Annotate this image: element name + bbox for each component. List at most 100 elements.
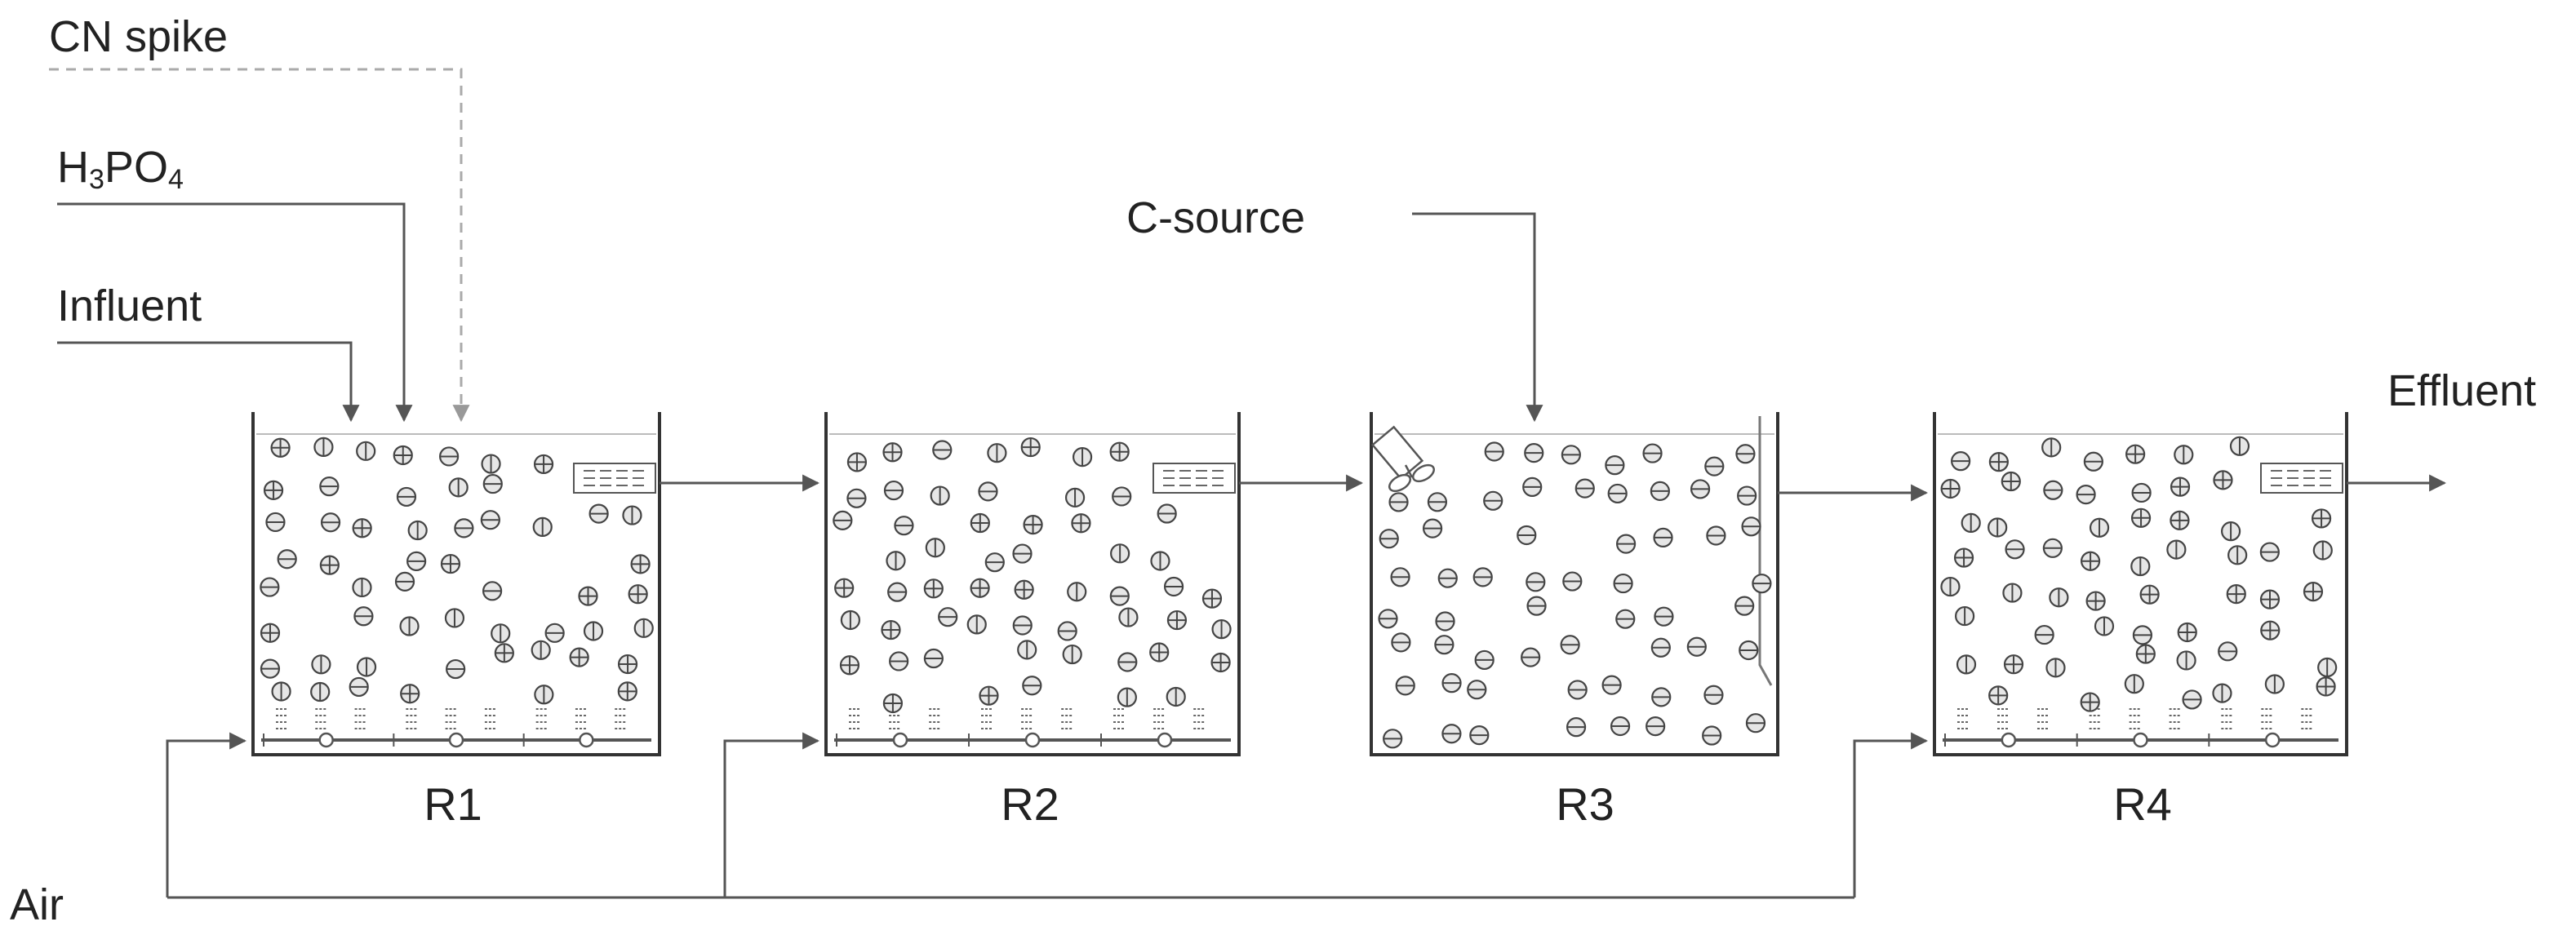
carrier-icon bbox=[839, 655, 860, 676]
reactor-label-r2: R2 bbox=[1001, 778, 1059, 830]
carrier-icon bbox=[1615, 534, 1637, 554]
carrier-icon bbox=[2049, 587, 2069, 608]
carrier-icon bbox=[2080, 551, 2101, 571]
carrier-icon bbox=[2264, 674, 2285, 694]
carrier-icon bbox=[399, 616, 420, 636]
carrier-icon bbox=[886, 551, 906, 571]
carrier-icon bbox=[440, 553, 461, 574]
carrier-icon bbox=[1071, 513, 1091, 534]
reactor-label-r3: R3 bbox=[1556, 778, 1614, 830]
carrier-icon bbox=[2259, 542, 2280, 562]
carrier-icon bbox=[2311, 508, 2332, 529]
carrier-icon bbox=[1441, 724, 1462, 744]
carrier-icon bbox=[1110, 543, 1130, 564]
carrier-icon bbox=[1610, 716, 1631, 737]
carrier-icon bbox=[2130, 556, 2151, 577]
carrier-icon bbox=[2003, 654, 2024, 675]
carrier-icon bbox=[1752, 574, 1772, 594]
carrier-icon bbox=[1391, 632, 1411, 653]
carrier-icon bbox=[1561, 445, 1581, 465]
carrier-icon bbox=[1017, 640, 1037, 660]
tank-wall bbox=[1370, 412, 1779, 756]
carrier-icon bbox=[1953, 547, 1974, 568]
carrier-icon bbox=[1988, 685, 2009, 706]
diffuser-icon bbox=[2264, 732, 2281, 748]
carrier-icon bbox=[846, 488, 867, 508]
carrier-icon bbox=[2174, 445, 2194, 465]
carrier-icon bbox=[588, 503, 609, 524]
carrier-icon bbox=[1940, 576, 1961, 597]
carrier-icon bbox=[1112, 486, 1132, 507]
carrier-icon bbox=[583, 621, 604, 641]
carrier-icon bbox=[966, 614, 987, 635]
carrier-icon bbox=[1605, 455, 1625, 476]
reactor-tank-r4 bbox=[1933, 412, 2348, 756]
carrier-icon bbox=[482, 473, 503, 494]
carrier-icon bbox=[1390, 567, 1410, 587]
carrier-icon bbox=[1741, 516, 1761, 537]
air-label: Air bbox=[10, 880, 64, 929]
carrier-icon bbox=[1654, 606, 1674, 627]
reactor-tank-r2 bbox=[824, 412, 1241, 756]
carrier-icon bbox=[2042, 538, 2063, 558]
carrier-icon bbox=[482, 581, 503, 601]
diffuser-icon bbox=[318, 732, 334, 748]
carrier-icon bbox=[1735, 444, 1756, 464]
carrier-icon bbox=[494, 643, 514, 663]
carrier-icon bbox=[1437, 568, 1458, 588]
carrier-icon bbox=[1434, 635, 1455, 655]
carrier-icon bbox=[1601, 675, 1622, 695]
carrier-icon bbox=[2316, 676, 2336, 697]
carrier-icon bbox=[1109, 441, 1130, 462]
tank-wall bbox=[824, 412, 1241, 756]
cn-spike-line bbox=[49, 68, 470, 423]
carrier-icon bbox=[2170, 510, 2190, 530]
carrier-icon bbox=[2041, 437, 2062, 458]
carrier-icon bbox=[846, 452, 868, 472]
carrier-icon bbox=[2130, 507, 2152, 528]
carrier-icon bbox=[1524, 443, 1544, 463]
carrier-icon bbox=[978, 481, 998, 502]
carrier-icon bbox=[1117, 652, 1138, 672]
carrier-icon bbox=[544, 623, 565, 643]
carrier-icon bbox=[1653, 527, 1673, 547]
carrier-icon bbox=[1651, 687, 1672, 707]
reactor-tank-r3 bbox=[1370, 412, 1779, 756]
h3po4-h: H bbox=[57, 143, 89, 192]
carrier-icon bbox=[356, 441, 376, 461]
carrier-icon bbox=[1166, 686, 1186, 707]
diffuser-icon bbox=[2001, 732, 2017, 748]
influent-label: Influent bbox=[57, 281, 202, 330]
carrier-icon bbox=[2212, 683, 2232, 703]
h3po4-sub-3: 3 bbox=[89, 164, 104, 195]
carrier-media bbox=[833, 437, 1232, 714]
carrier-icon bbox=[2227, 545, 2248, 565]
carrier-icon bbox=[881, 619, 901, 640]
carrier-icon bbox=[2177, 622, 2197, 643]
carrier-icon bbox=[1706, 525, 1726, 546]
carrier-icon bbox=[1650, 481, 1670, 501]
carrier-icon bbox=[1988, 452, 2009, 472]
carrier-icon bbox=[2085, 591, 2106, 611]
carrier-icon bbox=[1378, 609, 1398, 629]
carrier-media bbox=[1940, 436, 2338, 712]
carrier-icon bbox=[1702, 725, 1722, 746]
carrier-icon bbox=[319, 476, 340, 497]
carrier-icon bbox=[1526, 572, 1546, 592]
carrier-icon bbox=[578, 586, 598, 606]
carrier-icon bbox=[987, 443, 1007, 463]
air-lines bbox=[166, 732, 1929, 899]
carrier-icon bbox=[2166, 539, 2187, 560]
carrier-icon bbox=[2083, 451, 2103, 472]
carrier-icon bbox=[2043, 480, 2063, 500]
carrier-icon bbox=[1022, 676, 1042, 696]
carrier-icon bbox=[1574, 478, 1595, 499]
diffuser-icon bbox=[448, 732, 464, 748]
effluent-label: Effluent bbox=[2387, 366, 2537, 415]
carrier-icon bbox=[263, 480, 284, 500]
carrier-icon bbox=[1566, 717, 1587, 738]
carrier-icon bbox=[1474, 649, 1495, 671]
carrier-icon bbox=[2076, 485, 2096, 505]
reactor-label-r4: R4 bbox=[2113, 778, 2172, 830]
carrier-icon bbox=[491, 623, 511, 644]
